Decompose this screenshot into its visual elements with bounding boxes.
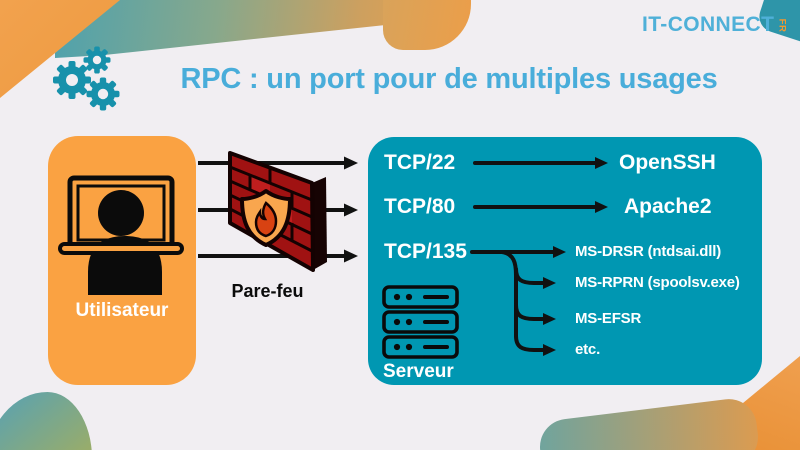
server-card-label: Serveur	[383, 361, 454, 382]
port-label-tcp135: TCP/135	[384, 240, 467, 263]
user-laptop-icon	[58, 175, 184, 295]
branch-arrow	[514, 303, 556, 325]
service-label-msrprn: MS-RPRN (spoolsv.exe)	[575, 274, 740, 291]
service-label-apache2: Apache2	[624, 195, 712, 218]
logo-tld-text: FR	[776, 18, 788, 32]
flame-icon	[254, 201, 278, 238]
top-gradient-band-end	[383, 0, 471, 50]
branch-arrow	[514, 267, 556, 289]
server-card: TCP/22 TCP/80 TCP/135 OpenSSH Apache2 MS…	[368, 137, 762, 385]
bottom-gradient-bar	[536, 395, 762, 450]
firewall-label: Pare-feu	[231, 281, 304, 301]
gears-icon	[53, 46, 120, 111]
corner-shape-bottom-left	[0, 392, 92, 450]
port-label-tcp22: TCP/22	[384, 151, 456, 174]
logo-brand-text: IT-CONNECT	[642, 13, 775, 36]
server-card-arrows	[382, 157, 608, 359]
branch-arrow	[514, 334, 556, 356]
user-card-label: Utilisateur	[75, 300, 169, 321]
service-label-msefsr: MS-EFSR	[575, 310, 642, 327]
port-label-tcp80: TCP/80	[384, 195, 456, 218]
branch-trunk	[500, 250, 518, 338]
user-card: Utilisateur	[48, 136, 196, 385]
service-label-openssh: OpenSSH	[619, 151, 716, 174]
page-title: RPC : un port pour de multiples usages	[180, 63, 718, 95]
service-label-msdrsr: MS-DRSR (ntdsai.dll)	[575, 243, 721, 260]
firewall-icon	[228, 151, 327, 272]
server-rack-icon	[382, 285, 459, 359]
site-logo: IT-CONNECT FR	[642, 13, 789, 37]
service-label-etc: etc.	[575, 341, 601, 358]
